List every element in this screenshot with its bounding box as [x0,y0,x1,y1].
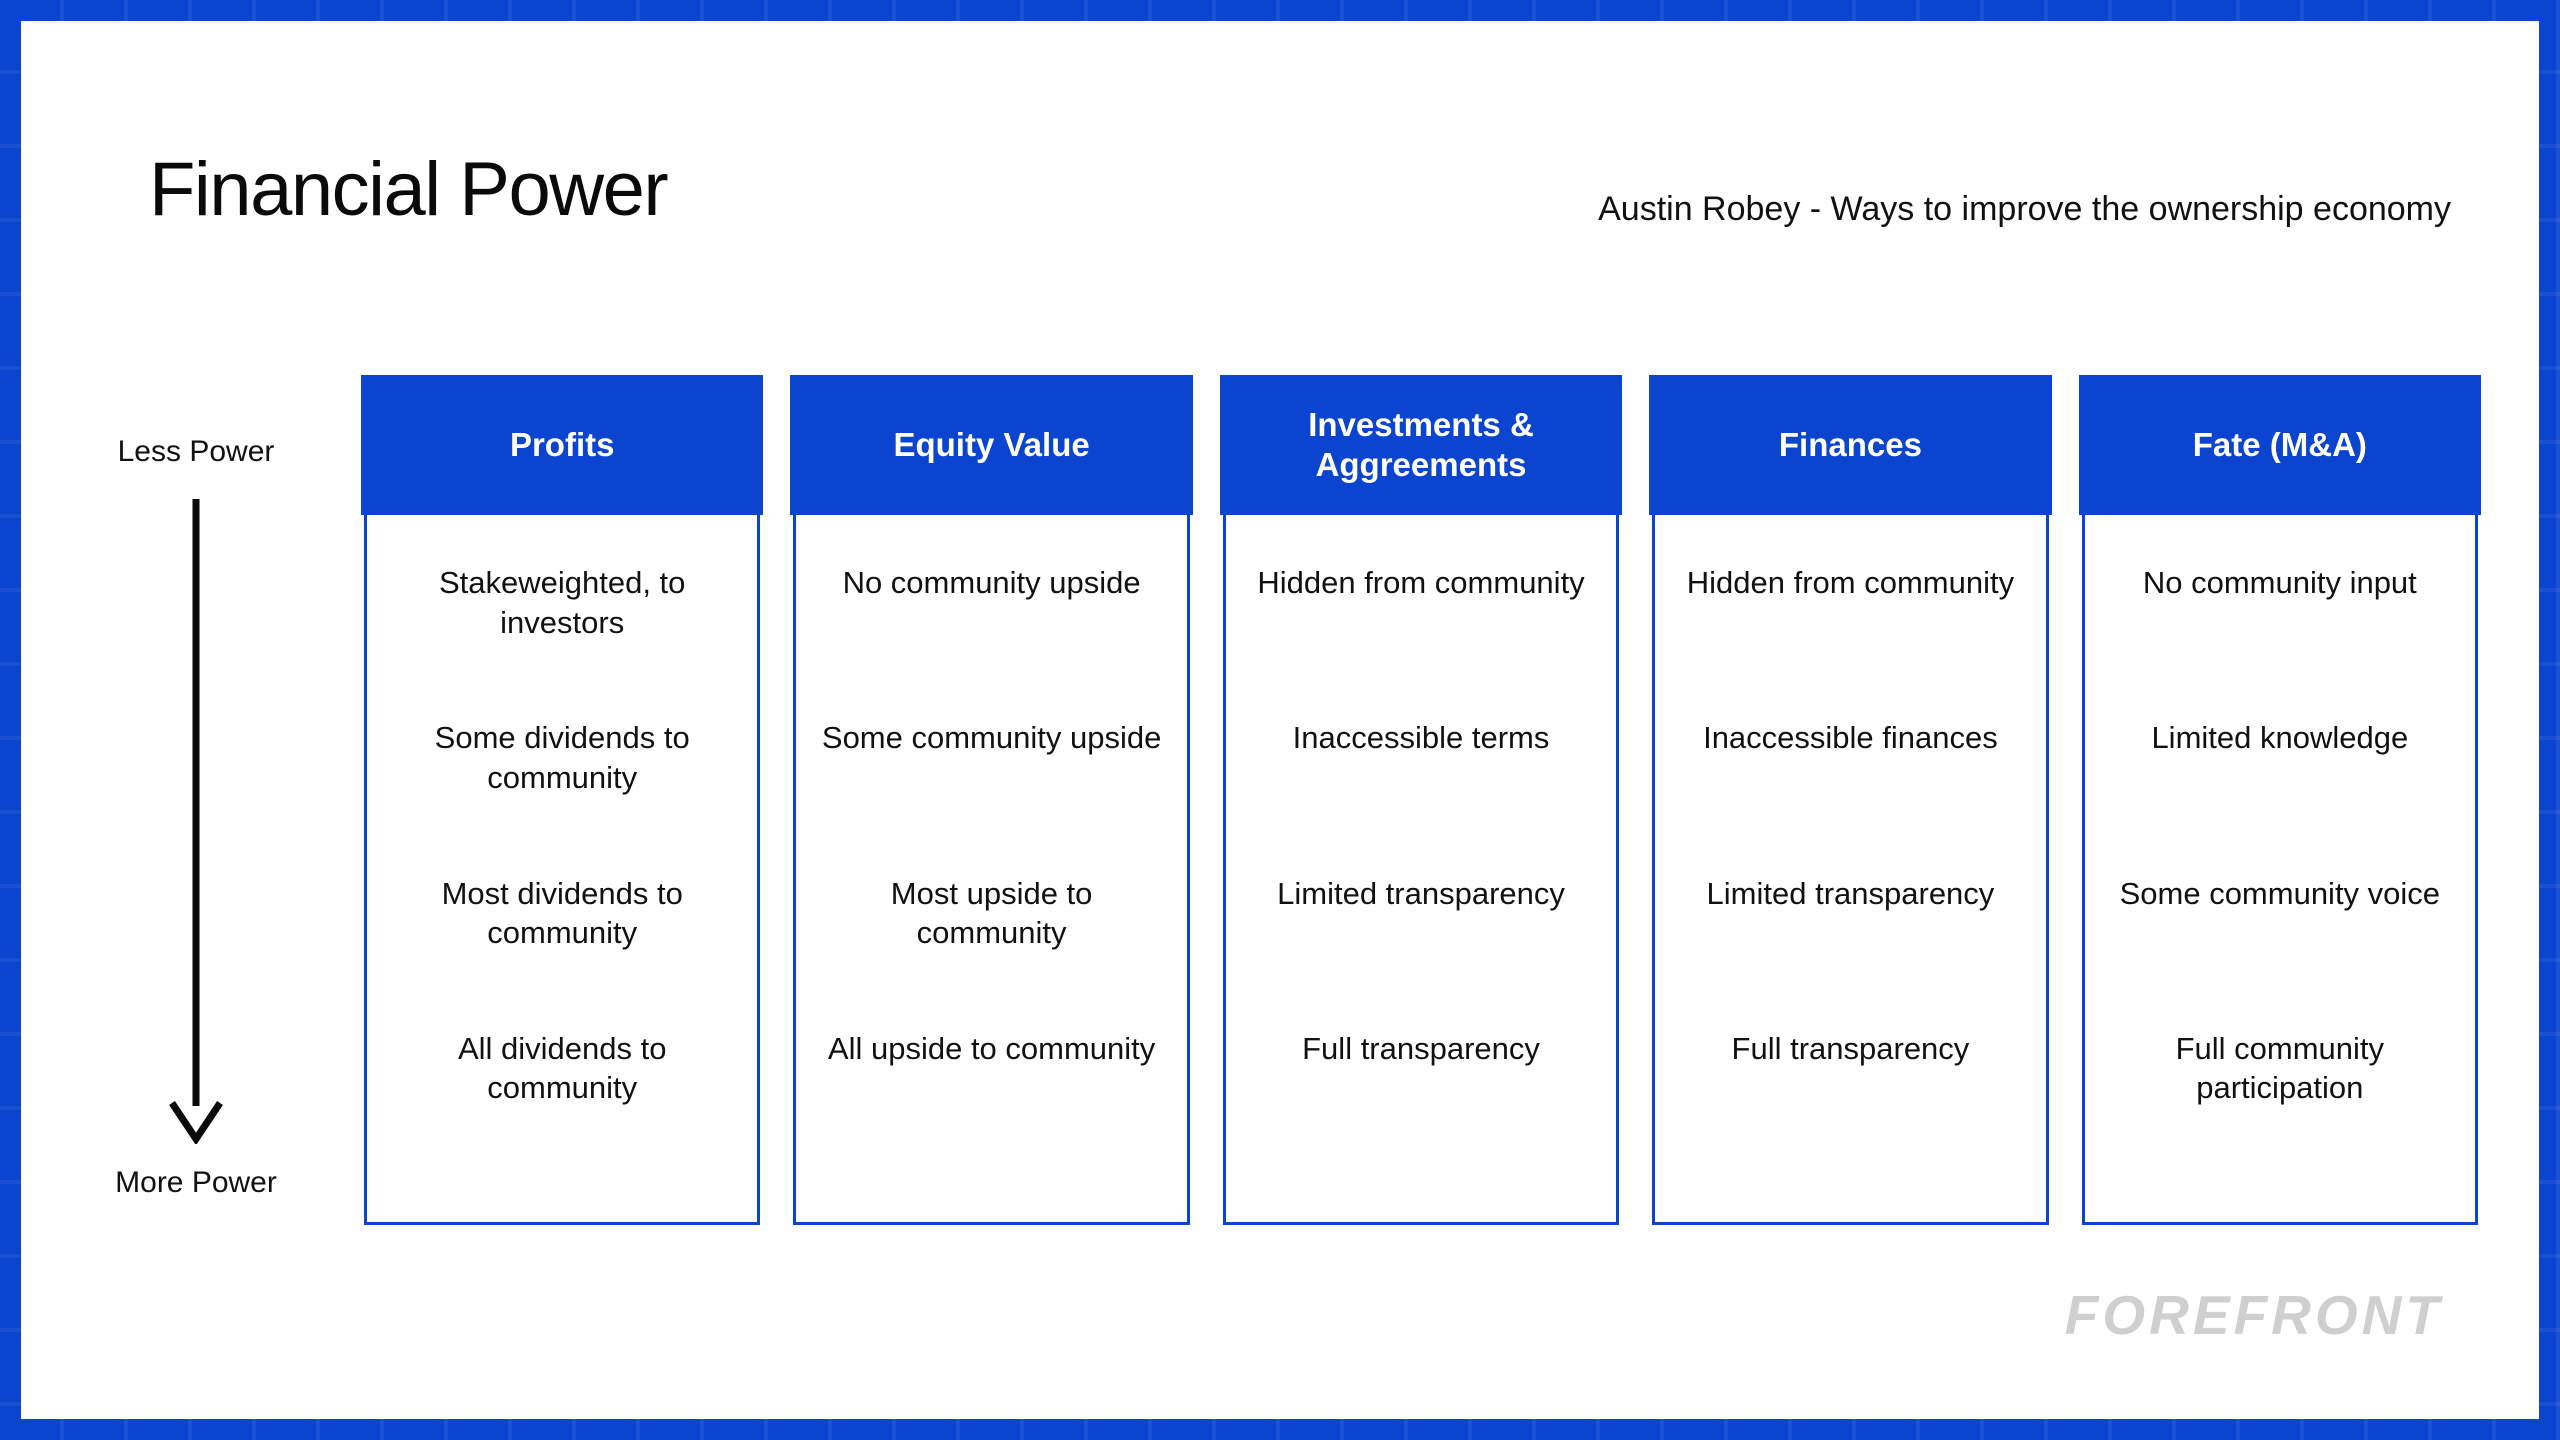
column-header-fate-ma[interactable]: Fate (M&A) [2078,375,2482,515]
table-cell: Inaccessible finances [1703,720,1998,756]
table-cell: Full transparency [1302,1030,1540,1066]
table-cell: Inaccessible terms [1292,720,1550,756]
slide-canvas: Financial Power Austin Robey - Ways to i… [21,21,2539,1419]
column-header-label: Profits [509,426,615,464]
column-header-label: Investments & Aggreements [1308,406,1534,483]
table-cell: No community input [2142,565,2417,600]
column-header-profits[interactable]: Profits [361,375,764,515]
table-cell: Stakeweighted, to investors [438,565,686,640]
table-cell: Most upside to community [890,875,1093,951]
column-investments-agreements: Investments & Aggreements Hidden from co… [1219,375,1623,1225]
column-header-label: Equity Value [893,426,1090,464]
column-body-equity-value: No community upside Some community upsid… [793,515,1190,1225]
column-body-investments-agreements: Hidden from community Inaccessible terms… [1222,515,1620,1225]
table-cell: Full transparency [1731,1030,1970,1066]
slide-subtitle: Austin Robey - Ways to improve the owner… [1598,190,2451,228]
column-header-investments-agreements[interactable]: Investments & Aggreements [1219,375,1623,515]
table-cell: Some dividends to community [434,720,690,795]
column-body-fate-ma: No community input Limited knowledge Som… [2081,515,2479,1225]
table-cell: Limited transparency [1277,875,1565,911]
column-body-profits: Stakeweighted, to investors Some dividen… [364,515,761,1225]
table-cell: Limited knowledge [2151,720,2409,756]
column-finances: Finances Hidden from community Inaccessi… [1649,375,2052,1225]
page-title: Financial Power [149,147,669,232]
column-equity-value: Equity Value No community upside Some co… [790,375,1193,1225]
column-header-label: Finances [1778,426,1922,464]
comparison-table: Profits Stakeweighted, to investors Some… [361,375,2482,1225]
axis-label-more-power: More Power [115,1166,277,1199]
table-cell: Some community voice [2119,875,2441,911]
column-profits: Profits Stakeweighted, to investors Some… [361,375,764,1225]
table-cell: Most dividends to community [441,875,683,951]
table-cell: Hidden from community [1257,565,1585,600]
power-axis: Less Power More Power [76,421,316,1221]
table-cell: No community upside [842,565,1141,600]
table-cell: Hidden from community [1686,565,2015,600]
table-cell: All dividends to community [457,1030,667,1106]
table-cell: Full community participation [2175,1030,2385,1106]
column-header-finances[interactable]: Finances [1649,375,2052,515]
axis-label-less-power: Less Power [117,435,275,468]
column-header-equity-value[interactable]: Equity Value [790,375,1193,515]
table-cell: Some community upside [821,720,1162,756]
down-arrow-icon [169,499,223,1144]
table-cell: Limited transparency [1706,875,1995,911]
table-cell: All upside to community [827,1030,1156,1066]
forefront-logo: FOREFRONT [2064,1284,2443,1346]
column-header-label: Fate (M&A) [2192,426,2367,464]
column-fate-ma: Fate (M&A) No community input Limited kn… [2078,375,2482,1225]
column-body-finances: Hidden from community Inaccessible finan… [1652,515,2049,1225]
